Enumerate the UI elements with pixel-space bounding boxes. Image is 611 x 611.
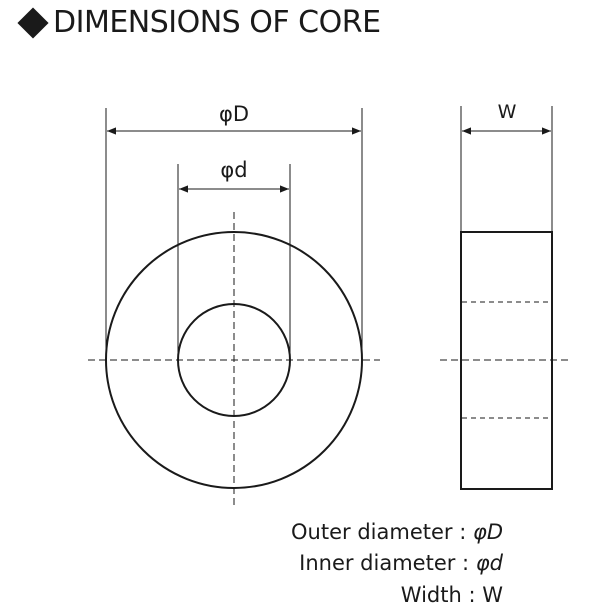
legend-inner-diameter-text: Inner diameter : [299, 551, 476, 575]
legend-outer-diameter-text: Outer diameter : [291, 520, 473, 544]
page-title-text: DIMENSIONS OF CORE [53, 5, 381, 40]
legend-inner-diameter: Inner diameter : φd [299, 549, 503, 577]
width-label: W [498, 101, 517, 123]
legend-outer-diameter: Outer diameter : φD [291, 518, 503, 546]
front-view: φD φd [88, 102, 380, 508]
legend-width-text: Width : [400, 583, 483, 607]
legend-inner-diameter-symbol: φd [475, 551, 503, 575]
side-view: W [440, 101, 572, 490]
inner-diameter-label: φd [220, 158, 247, 182]
legend-outer-diameter-symbol: φD [472, 520, 503, 544]
legend-width: Width : W [401, 581, 503, 609]
legend-width-symbol: W [482, 583, 503, 607]
page-title: DIMENSIONS OF CORE [16, 4, 381, 42]
outer-diameter-label: φD [219, 102, 249, 126]
